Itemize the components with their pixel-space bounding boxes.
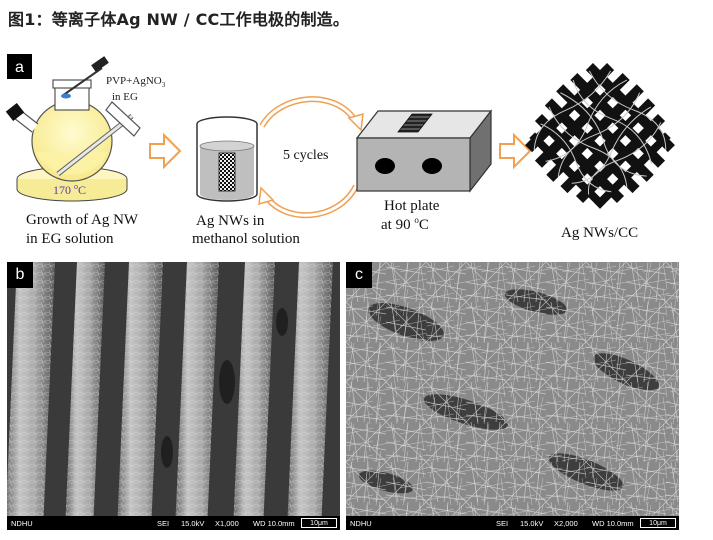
sem-image-panel-c: c NDHU SEI 15.0kV X2,000 WD 10.0mm 10μm xyxy=(346,262,679,530)
hot-plate-icon xyxy=(357,111,491,191)
sem-micrograph-b xyxy=(7,262,340,530)
figure-title: 图1：等离子体Ag NW / CC工作电极的制造。 xyxy=(8,6,349,30)
step1-caption-line1: Growth of Ag NW xyxy=(26,212,139,228)
process-arrow-icon xyxy=(500,135,530,167)
sem-working-distance: WD 10.0mm xyxy=(592,519,634,528)
sem-lab: NDHU xyxy=(11,519,33,528)
panel-c-letter: c xyxy=(346,262,372,288)
sem-detector: SEI xyxy=(496,519,508,528)
scale-bar-label: 10μm xyxy=(649,520,667,527)
cycles-label: 5 cycles xyxy=(283,148,328,163)
temperature-label: 170 oC xyxy=(53,182,86,197)
step3-caption-line1: Hot plate xyxy=(384,198,440,214)
reagent-label: PVP+AgNO3 xyxy=(106,75,166,89)
sem-detector: SEI xyxy=(157,519,169,528)
sem-micrograph-c xyxy=(346,262,679,530)
step1-caption-line2: in EG solution xyxy=(26,231,114,247)
sem-info-bar-c: NDHU SEI 15.0kV X2,000 WD 10.0mm 10μm xyxy=(346,516,679,530)
sem-voltage: 15.0kV xyxy=(181,519,204,528)
scale-bar-label: 10μm xyxy=(310,520,328,527)
sem-image-panel-b: b NDHU SEI 15.0kV X1,000 WD 10.0mm 10μm xyxy=(7,262,340,530)
sem-lab: NDHU xyxy=(350,519,372,528)
panel-a-letter: a xyxy=(15,59,24,76)
step4-caption: Ag NWs/CC xyxy=(561,225,638,241)
sem-info-bar-b: NDHU SEI 15.0kV X1,000 WD 10.0mm 10μm xyxy=(7,516,340,530)
sem-voltage: 15.0kV xyxy=(520,519,543,528)
sem-working-distance: WD 10.0mm xyxy=(253,519,295,528)
scale-bar: 10μm xyxy=(640,518,676,528)
sem-magnification: X1,000 xyxy=(215,519,239,528)
scale-bar: 10μm xyxy=(301,518,337,528)
step2-caption-line1: Ag NWs in xyxy=(196,213,265,229)
step2-caption-line2: methanol solution xyxy=(192,231,300,247)
cycle-arrow-top-icon xyxy=(262,99,356,126)
reagent-label-line2: in EG xyxy=(112,91,138,103)
agnw-carbon-cloth-icon xyxy=(509,47,690,228)
process-arrow-icon xyxy=(150,135,180,167)
beaker-icon xyxy=(197,117,257,201)
cycle-arrow-bottom-icon xyxy=(266,186,356,215)
step3-caption-line2: at 90 oC xyxy=(381,215,429,233)
panel-b-letter: b xyxy=(7,262,33,288)
sem-magnification: X2,000 xyxy=(554,519,578,528)
panel-a-schematic: a PVP+AgNO3 in EG 170 oC Growth of Ag NW… xyxy=(0,46,713,261)
